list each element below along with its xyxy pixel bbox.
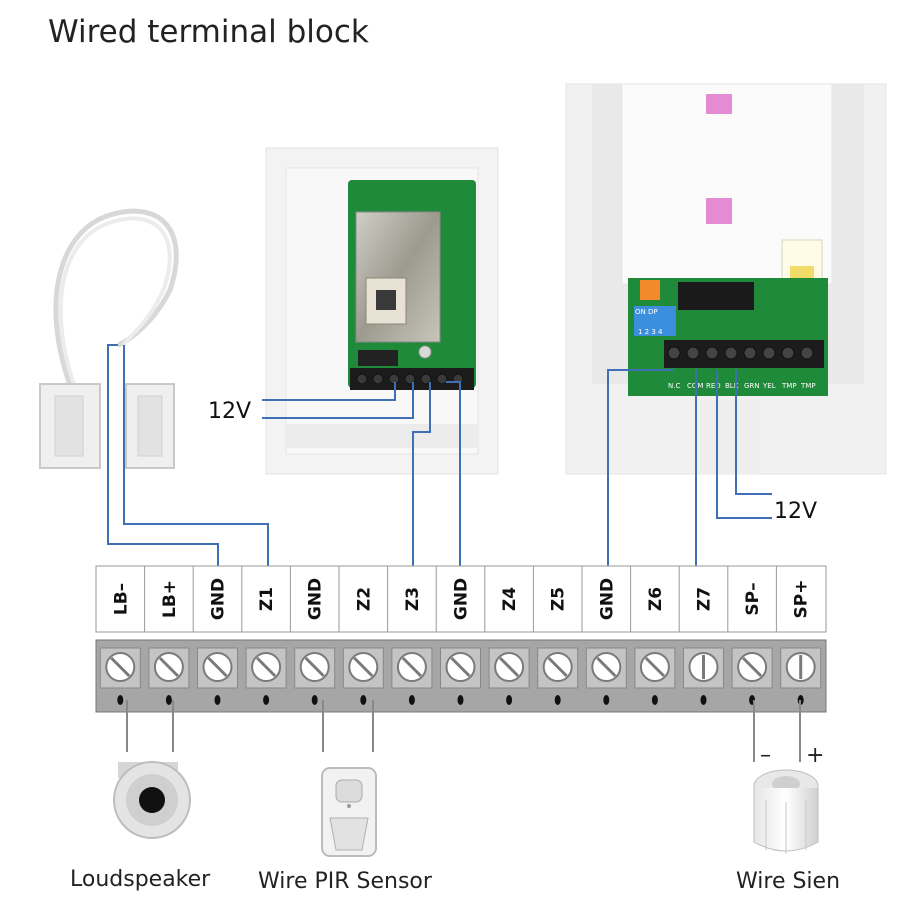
wire-entry [117,695,124,705]
wire-entry [165,695,172,705]
terminal-label: GND [597,578,617,620]
screw-slot [256,656,277,678]
wire-entry [408,695,415,705]
detector-terminal-label: BLK [725,382,739,390]
dip-switch-numbers: 1 2 3 4 [638,328,663,336]
wire-entry [360,695,367,705]
wire-detector-12v-b [735,370,772,495]
wire-detector-to-gnd [607,369,674,566]
screw-slot [644,656,665,678]
screw-slot [207,656,228,678]
loudspeaker-image [113,761,191,839]
detector-terminal-label: TMP [781,382,797,390]
terminal-label: Z2 [354,587,374,611]
detector-terminal-label: GRN [744,382,760,390]
screw-slot [547,656,568,678]
wire-entry [311,695,318,705]
terminal-label: SP+ [792,580,812,619]
detector-terminal-label: RED [706,382,721,390]
terminal-label: GND [452,578,472,620]
wire-pir-12v-a [262,382,396,401]
screw-slot [499,656,520,678]
screw-slot [158,656,179,678]
screw-slot [304,656,325,678]
wire-entry [700,695,707,705]
wire-entry [457,695,464,705]
terminal-label: GND [306,578,326,620]
terminal-label: SP– [743,582,763,615]
terminal-label: LB– [111,583,131,615]
screw-slot [401,656,422,678]
caption-wire-pir-sensor: Wire PIR Sensor [258,869,433,894]
screw-slot [110,656,131,678]
wire-entry [263,695,270,705]
wire-entry [214,695,221,705]
detector-terminal-label: YEL [762,382,776,390]
wire-entry [603,695,610,705]
wire-detector-12v-a [716,370,772,519]
terminal-label: Z1 [257,587,277,611]
terminal-label: LB+ [160,580,180,618]
terminal-block: LB– LB+ GND Z1 GND Z2 Z3 GND Z4 Z5 GND Z6 Z7 SP– SP+ [95,565,827,713]
diagram-title: Wired terminal block [48,14,369,50]
caption-loudspeaker: Loudspeaker [70,867,211,892]
wire-contact-to-gnd [107,344,219,566]
wire-entry [554,695,561,705]
terminal-label: GND [209,578,229,620]
terminal-label: Z5 [549,587,569,611]
wiring [107,344,772,566]
screw-slot [353,656,374,678]
dip-switch [634,306,676,336]
wire-pir-to-gnd [446,381,461,566]
wire-contact-to-z1 [123,345,269,566]
door-contact-sensor [39,208,179,469]
wire-entry [651,695,658,705]
terminal-label: Z4 [500,587,520,611]
terminal-label: Z3 [403,587,423,611]
wire-pir-to-z3 [412,382,431,566]
relay [678,282,754,310]
siren-plus-label: + [806,743,824,768]
screw-slot [450,656,471,678]
pink-marker-top [706,94,732,114]
pir-sensor-image [321,767,377,857]
screw-slot [596,656,617,678]
dip-switch-label: ON DP [635,308,658,316]
output-leads [126,700,801,762]
screw-slot [742,656,763,678]
terminal-label-strip [95,565,827,633]
siren-image [753,769,819,854]
pink-marker-mid [706,198,732,224]
terminal-label: Z6 [646,587,666,611]
pir-12v-label: 12V [208,399,251,424]
terminal-label: Z7 [695,587,715,611]
detector-terminal-label: TMP [800,382,816,390]
wire-entry [506,695,513,705]
detector-terminal-label: N.C [668,382,680,390]
detector-12v-label: 12V [774,499,817,524]
pir-detector-open [265,147,499,475]
siren-minus-label: – [760,743,771,768]
caption-wire-siren: Wire Sien [736,869,840,894]
wire-pir-12v-b [262,382,414,419]
